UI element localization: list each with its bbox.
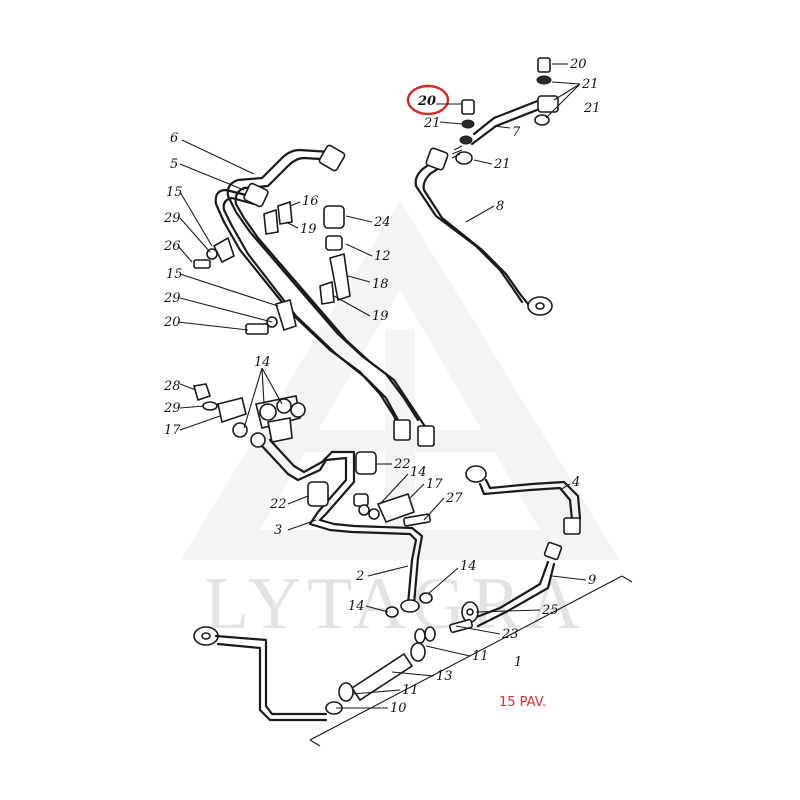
callout-label-20-highlighted: 20 [417,94,436,109]
callout-label: 5 [170,157,178,172]
watermark-text: LYTAGRA [204,563,586,645]
assembly-line-1 [309,575,633,747]
callout-label: 20 [569,57,587,72]
callout-label: 24 [373,215,391,230]
callout-label: 27 [445,491,463,506]
fuel-pipe-8 [414,147,553,316]
callout-label: 17 [426,477,443,492]
callout-label: 29 [163,211,181,226]
clamp-cluster-14 [232,395,306,448]
callout-label: 12 [374,249,391,264]
callout-label: 1 [514,655,522,670]
hose-13 [350,652,414,702]
callout-label: 2 [355,569,364,584]
callout-label: 8 [496,199,504,214]
callout-label: 23 [501,627,519,642]
callout-label: 21 [423,116,441,131]
clamp-15-upper [193,236,235,269]
sleeves-22 [307,451,377,516]
fuel-pipe-4 [465,465,582,535]
callout-label: 21 [581,77,599,92]
callout-label: 21 [583,101,601,116]
callout-label: 18 [372,277,389,292]
clamp-18-19 [319,252,351,305]
callout-label: 19 [372,309,389,324]
callout-label: 4 [571,475,580,490]
pipe-2-end [385,592,433,618]
callout-label: 19 [300,222,317,237]
callout-label: 6 [170,131,178,146]
banjo-25-23 [414,601,479,644]
fuel-pipe-6 [226,144,428,430]
callout-label: 17 [164,423,181,438]
callout-label: 15 [166,267,183,282]
callout-label: 20 [163,315,181,330]
pipe-6-nut [417,425,435,447]
callout-label: 13 [436,669,453,684]
callout-label: 14 [254,355,271,370]
callout-label: 22 [269,497,287,512]
banjo-bolt-upper-left [451,99,475,165]
callout-label: 14 [460,559,477,574]
fuel-pipe-5 [214,182,406,432]
leader-lines [177,63,587,709]
banjo-bolt-upper-right [534,57,552,126]
callout-label: 25 [541,603,559,618]
callout-label: 28 [163,379,181,394]
callout-label: 14 [410,465,427,480]
fuel-pipe-3 [260,438,424,606]
page-count-note: 15 PAV. [499,695,547,710]
callout-label: 15 [166,185,183,200]
clamp-16-19 [263,200,293,235]
callout-label: 29 [163,401,181,416]
callout-label: 29 [163,291,181,306]
pipe-5-nut [393,419,411,441]
callout-labels: 20 21 7 20 21 21 8 6 5 15 16 19 24 29 26… [163,57,601,716]
callout-label: 10 [390,701,407,716]
bracket-24-12 [323,205,345,251]
callout-label: 22 [393,457,411,472]
nut-28-washer-29 [192,383,247,424]
callout-label: 21 [493,157,511,172]
callout-label: 3 [274,523,282,538]
highlight-circle [406,84,450,116]
callout-label: 11 [472,649,489,664]
callout-label: 11 [402,683,419,698]
callout-label: 14 [348,599,365,614]
fuel-pipe-10 [193,626,328,722]
callout-label: 9 [588,573,596,588]
fuel-pipe-9 [472,541,563,628]
callout-label: 26 [163,239,181,254]
callout-label: 16 [302,194,319,209]
clamp-14-17-27 [368,492,431,527]
callout-label: 7 [512,125,521,140]
